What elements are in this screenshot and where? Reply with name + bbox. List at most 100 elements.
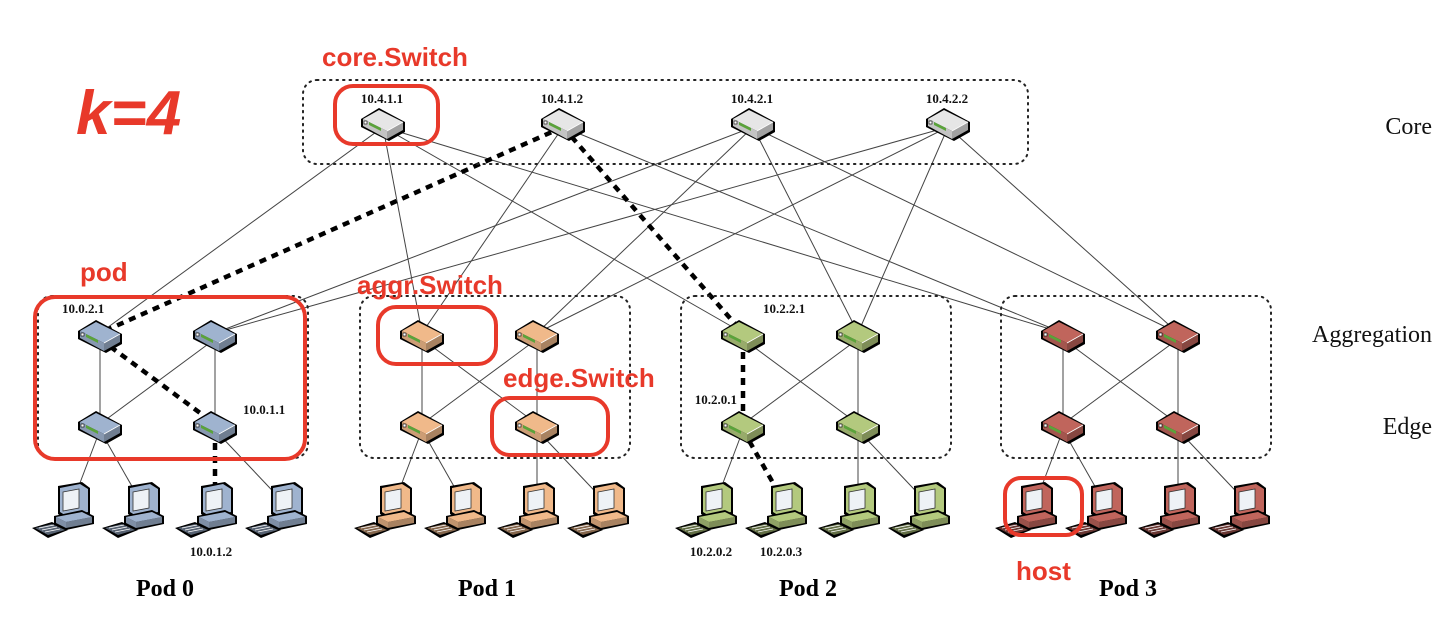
ip-address-label: 10.2.0.3	[760, 544, 803, 559]
link	[857, 126, 949, 334]
host-computer-icon	[817, 481, 881, 539]
pod-label: Pod 3	[1099, 576, 1157, 602]
aggregation-switch[interactable]	[399, 319, 445, 354]
layer-label-edge: Edge	[1383, 414, 1432, 440]
k-value-annotation: k=4	[76, 79, 181, 148]
aggregation-switch[interactable]	[1155, 319, 1201, 354]
host-computer-icon	[1064, 481, 1128, 539]
aggr-switch-annotation: aggr.Switch	[357, 270, 503, 300]
host-computer-icon	[423, 481, 487, 539]
host-computer[interactable]	[496, 481, 560, 539]
nodes-layer	[31, 107, 1271, 539]
ip-address-label: 10.0.1.1	[243, 402, 285, 417]
host-computer-icon	[101, 481, 165, 539]
host-computer[interactable]	[1137, 481, 1201, 539]
host-computer[interactable]	[566, 481, 630, 539]
host-computer-icon	[496, 481, 560, 539]
edge-switch[interactable]	[1040, 410, 1086, 445]
link	[382, 126, 744, 334]
link	[536, 126, 949, 334]
host-computer-icon	[1207, 481, 1271, 539]
highlighted-route	[98, 124, 787, 506]
ip-address-label: 10.2.0.1	[695, 392, 737, 407]
links-layer	[71, 126, 1249, 505]
core-layer-box	[302, 79, 1029, 165]
ip-address-label: 10.0.1.2	[190, 544, 232, 559]
host-computer[interactable]	[674, 481, 738, 539]
switch-icon	[192, 410, 238, 445]
ip-address-label: 10.2.2.1	[763, 301, 805, 316]
edge-switch[interactable]	[835, 410, 881, 445]
host-computer-icon	[744, 481, 808, 539]
group-boxes	[37, 79, 1272, 459]
pod-label: Pod 0	[136, 576, 194, 602]
aggregation-switch[interactable]	[835, 319, 881, 354]
link	[214, 126, 949, 334]
route-link	[99, 124, 564, 336]
host-computer[interactable]	[1064, 481, 1128, 539]
core-switch[interactable]	[925, 107, 971, 142]
switch-icon	[1155, 319, 1201, 354]
pod-annotation: pod	[80, 257, 128, 287]
ip-address-label: 10.0.2.1	[62, 301, 104, 316]
aggr-switch-highlight	[376, 305, 498, 366]
host-computer[interactable]	[174, 481, 238, 539]
route-link	[98, 337, 217, 426]
edge-switch[interactable]	[1155, 410, 1201, 445]
switch-icon	[1155, 410, 1201, 445]
pod-box	[680, 295, 952, 459]
pod-label: Pod 2	[779, 576, 837, 602]
host-computer[interactable]	[744, 481, 808, 539]
host-computer-icon	[1137, 481, 1201, 539]
link	[99, 126, 384, 334]
link	[214, 126, 754, 334]
host-computer[interactable]	[353, 481, 417, 539]
host-computer[interactable]	[1207, 481, 1271, 539]
core-switch-highlight	[333, 84, 440, 146]
core-switch[interactable]	[730, 107, 776, 142]
edge-switch[interactable]	[720, 410, 766, 445]
link	[421, 338, 538, 425]
route-link	[561, 125, 745, 335]
pod-box	[359, 295, 631, 459]
switch-icon	[720, 410, 766, 445]
edge-switch-annotation: edge.Switch	[503, 363, 655, 393]
pod-box	[1000, 295, 1272, 459]
switch-icon	[1040, 319, 1086, 354]
aggregation-switch[interactable]	[1040, 319, 1086, 354]
edge-switch[interactable]	[514, 410, 560, 445]
host-computer-icon	[31, 481, 95, 539]
host-computer[interactable]	[101, 481, 165, 539]
host-computer[interactable]	[817, 481, 881, 539]
ip-address-label: 10.4.1.1	[361, 91, 403, 106]
aggregation-switch[interactable]	[720, 319, 766, 354]
switch-icon	[399, 319, 445, 354]
host-highlight	[1003, 476, 1084, 537]
link	[382, 126, 1064, 334]
ip-address-label: 10.4.2.1	[731, 91, 773, 106]
host-computer[interactable]	[423, 481, 487, 539]
link	[382, 126, 423, 334]
switch-icon	[720, 319, 766, 354]
switch-icon	[77, 410, 123, 445]
host-computer-icon	[353, 481, 417, 539]
edge-switch-highlight	[490, 396, 610, 457]
host-computer-icon	[244, 481, 308, 539]
host-computer[interactable]	[31, 481, 95, 539]
edge-switch[interactable]	[399, 410, 445, 445]
aggregation-switch[interactable]	[192, 319, 238, 354]
edge-switch[interactable]	[77, 410, 123, 445]
switch-icon	[399, 410, 445, 445]
host-computer-icon	[174, 481, 238, 539]
host-annotation: host	[1016, 556, 1071, 586]
link	[562, 126, 1064, 334]
edge-switch[interactable]	[192, 410, 238, 445]
host-computer[interactable]	[244, 481, 308, 539]
link	[742, 338, 859, 425]
switch-icon	[835, 410, 881, 445]
host-computer[interactable]	[887, 481, 951, 539]
core-switch-annotation: core.Switch	[322, 42, 468, 72]
link	[421, 126, 564, 334]
